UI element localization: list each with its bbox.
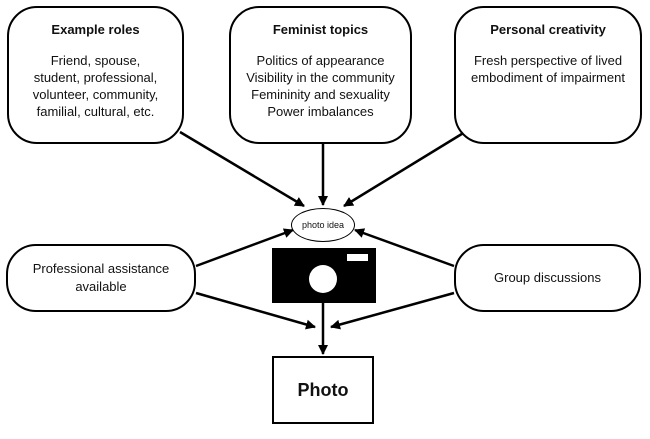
group-discussions-text: Group discussions xyxy=(494,269,601,287)
personal-creativity-box: Personal creativity Fresh perspective of… xyxy=(454,6,642,144)
example-roles-line: familial, cultural, etc. xyxy=(36,104,155,119)
photo-box: Photo xyxy=(272,356,374,424)
personal-creativity-line: embodiment of impairment xyxy=(471,70,625,85)
feminist-topics-title: Feminist topics xyxy=(272,22,369,37)
feminist-topics-line: Femininity and sexuality xyxy=(251,87,390,102)
personal-creativity-title: Personal creativity xyxy=(490,22,606,37)
feminist-topics-text: Politics of appearance Visibility in the… xyxy=(231,52,410,120)
example-roles-line: volunteer, community, xyxy=(32,87,159,102)
arrow-discussions-to-idea xyxy=(354,228,455,268)
feminist-topics-line: Visibility in the community xyxy=(246,70,395,85)
example-roles-line: student, professional, xyxy=(33,70,158,85)
feminist-topics-line: Politics of appearance xyxy=(256,53,385,68)
example-roles-title: Example roles xyxy=(51,22,140,37)
example-roles-text: Friend, spouse, student, professional, v… xyxy=(9,52,182,120)
arrow-creativity-to-idea xyxy=(343,130,466,208)
professional-assistance-line: Professional assistance xyxy=(32,261,170,276)
professional-assistance-box: Professional assistance available xyxy=(6,244,196,312)
feminist-topics-box: Feminist topics Politics of appearance V… xyxy=(229,6,412,144)
camera-icon xyxy=(272,248,376,303)
example-roles-box: Example roles Friend, spouse, student, p… xyxy=(7,6,184,144)
group-discussions-line: Group discussions xyxy=(494,270,601,285)
example-roles-line: Friend, spouse, xyxy=(50,53,141,68)
arrow-assistance-to-idea xyxy=(195,228,294,268)
personal-creativity-text: Fresh perspective of lived embodiment of… xyxy=(456,52,640,86)
arrow-discussions-to-camera xyxy=(330,291,455,330)
feminist-topics-line: Power imbalances xyxy=(267,104,374,119)
photo-idea-node: photo idea xyxy=(291,208,355,242)
group-discussions-box: Group discussions xyxy=(454,244,641,312)
professional-assistance-text: Professional assistance available xyxy=(33,260,170,296)
personal-creativity-line: Fresh perspective of lived xyxy=(473,53,623,68)
professional-assistance-line: available xyxy=(75,279,127,294)
arrow-roles-to-idea xyxy=(179,130,305,208)
arrow-assistance-to-camera xyxy=(195,291,316,330)
